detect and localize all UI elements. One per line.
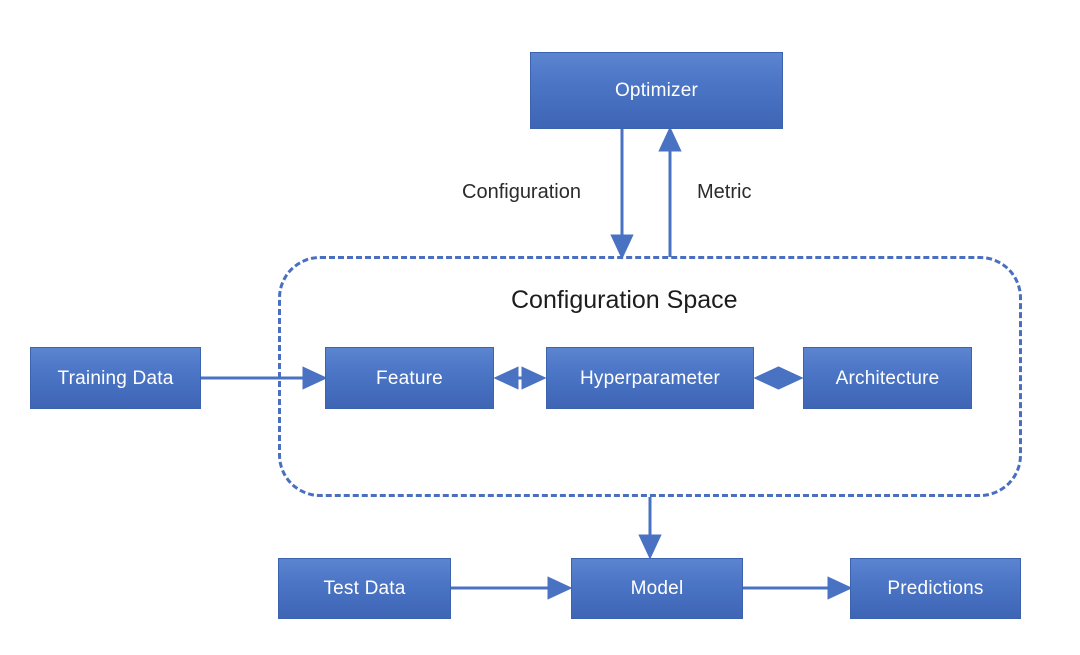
node-predictions-label: Predictions [887,578,984,599]
node-test-data-label: Test Data [323,578,406,599]
node-model-label: Model [630,578,684,599]
node-test-data[interactable]: Test Data [278,558,451,619]
node-optimizer-label: Optimizer [614,80,699,101]
node-feature-label: Feature [376,367,443,389]
node-predictions[interactable]: Predictions [850,558,1021,619]
node-model[interactable]: Model [571,558,743,619]
node-architecture[interactable]: Architecture [803,347,972,409]
node-optimizer[interactable]: Optimizer [530,52,783,129]
node-training-data-label: Training Data [57,367,174,389]
edge-label-metric: Metric [697,181,752,203]
node-training-data[interactable]: Training Data [30,347,201,409]
configuration-space-title: Configuration Space [511,286,738,314]
node-feature[interactable]: Feature [325,347,494,409]
node-architecture-label: Architecture [835,367,940,389]
node-hyperparameter-label: Hyperparameter [579,367,721,389]
edge-label-configuration: Configuration [462,181,581,203]
node-hyperparameter[interactable]: Hyperparameter [546,347,754,409]
configuration-space-region [278,256,1022,497]
